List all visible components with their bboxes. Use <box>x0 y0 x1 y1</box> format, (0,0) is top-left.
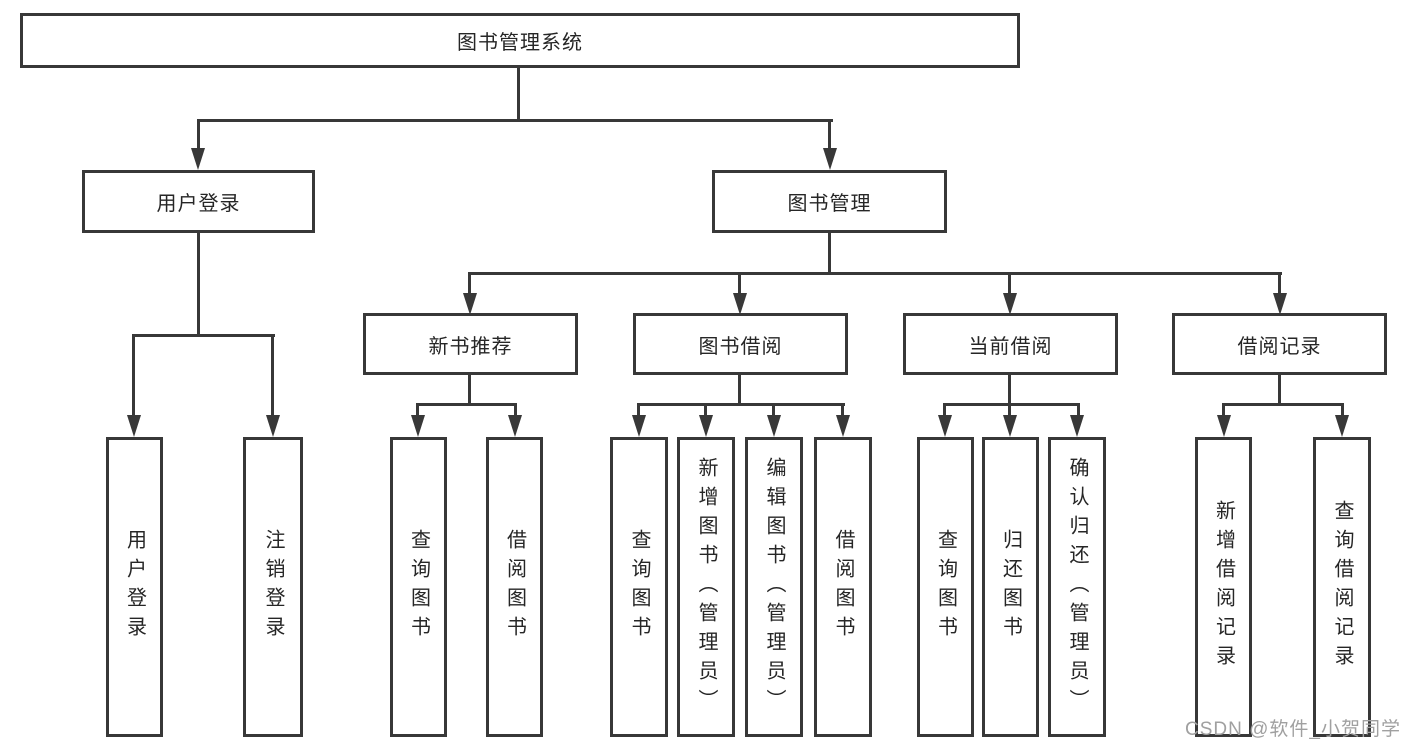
leaf-label: 借阅图书 <box>503 529 526 645</box>
leaf-add-borrow-record: 新增借阅记录 <box>1195 437 1252 737</box>
connector-line <box>271 334 274 420</box>
connector-line <box>514 403 517 420</box>
connector-line <box>1008 403 1011 420</box>
connector-line <box>1222 403 1344 406</box>
leaf-label: 查询图书 <box>628 529 650 645</box>
leaf-logout: 注销登录 <box>243 437 303 737</box>
connector-line <box>943 403 1080 406</box>
connector-line <box>943 403 946 420</box>
arrow-down-icon <box>1003 293 1017 315</box>
arrow-down-icon <box>733 293 747 315</box>
leaf-label: 用户登录 <box>123 529 146 645</box>
arrow-down-icon <box>1217 415 1231 437</box>
arrow-down-icon <box>938 415 952 437</box>
connector-line <box>197 119 200 152</box>
node-borrowing-records: 借阅记录 <box>1172 313 1387 375</box>
connector-line <box>841 403 844 420</box>
connector-line <box>1278 272 1281 298</box>
leaf-label: 确认归还（管理员） <box>1066 456 1088 718</box>
leaf-label: 编辑图书（管理员） <box>763 456 785 718</box>
leaf-query-books-recommend: 查询图书 <box>390 437 447 737</box>
connector-line <box>468 375 471 406</box>
connector-line <box>704 403 707 420</box>
arrow-down-icon <box>823 148 837 170</box>
leaf-label: 查询图书 <box>407 529 430 645</box>
leaf-add-books-admin: 新增图书（管理员） <box>677 437 735 737</box>
connector-root-stem <box>517 68 520 122</box>
leaf-label: 注销登录 <box>262 529 284 645</box>
connector-line <box>1008 375 1011 406</box>
connector-line <box>1341 403 1344 420</box>
connector-level2-bus <box>197 119 833 122</box>
connector-line <box>468 272 471 298</box>
node-current-borrowing: 当前借阅 <box>903 313 1118 375</box>
csdn-watermark: CSDN @软件_小贺同学 <box>1185 719 1401 740</box>
connector-line <box>1077 403 1080 420</box>
connector-line <box>828 119 831 152</box>
connector-line <box>1278 375 1281 406</box>
arrow-down-icon <box>1335 415 1349 437</box>
connector-line <box>772 403 775 420</box>
leaf-borrow-books: 借阅图书 <box>814 437 872 737</box>
connector-line <box>416 403 419 420</box>
connector-level3-bus <box>468 272 1282 275</box>
arrow-down-icon <box>1273 293 1287 315</box>
leaf-label: 新增图书（管理员） <box>695 456 717 718</box>
connector-user-login-stem <box>197 233 200 337</box>
leaf-query-books-current: 查询图书 <box>917 437 974 737</box>
connector-line <box>637 403 845 406</box>
node-book-borrowing: 图书借阅 <box>633 313 848 375</box>
connector-line <box>738 272 741 298</box>
arrow-down-icon <box>191 148 205 170</box>
connector-line <box>416 403 517 406</box>
connector-line <box>738 375 741 406</box>
arrow-down-icon <box>1070 415 1084 437</box>
leaf-label: 归还图书 <box>999 529 1022 645</box>
leaf-user-login: 用户登录 <box>106 437 163 737</box>
leaf-return-books: 归还图书 <box>982 437 1039 737</box>
node-library-management-system: 图书管理系统 <box>20 13 1020 68</box>
arrow-down-icon <box>1003 415 1017 437</box>
leaf-confirm-return-admin: 确认归还（管理员） <box>1048 437 1106 737</box>
connector-book-mgmt-stem <box>828 233 831 275</box>
leaf-label: 查询借阅记录 <box>1331 500 1353 674</box>
connector-line <box>637 403 640 420</box>
arrow-down-icon <box>699 415 713 437</box>
arrow-down-icon <box>508 415 522 437</box>
connector-line <box>132 334 135 420</box>
arrow-down-icon <box>632 415 646 437</box>
connector-user-login-bus <box>132 334 275 337</box>
arrow-down-icon <box>836 415 850 437</box>
node-new-book-recommend: 新书推荐 <box>363 313 578 375</box>
connector-line <box>1222 403 1225 420</box>
leaf-query-borrow-record: 查询借阅记录 <box>1313 437 1371 737</box>
leaf-borrow-books-recommend: 借阅图书 <box>486 437 543 737</box>
connector-line <box>1008 272 1011 298</box>
node-user-login: 用户登录 <box>82 170 315 233</box>
arrow-down-icon <box>266 415 280 437</box>
leaf-label: 查询图书 <box>934 529 957 645</box>
arrow-down-icon <box>411 415 425 437</box>
leaf-label: 借阅图书 <box>832 529 854 645</box>
leaf-query-books-borrowing: 查询图书 <box>610 437 668 737</box>
arrow-down-icon <box>463 293 477 315</box>
arrow-down-icon <box>127 415 141 437</box>
arrow-down-icon <box>767 415 781 437</box>
node-book-management: 图书管理 <box>712 170 947 233</box>
leaf-label: 新增借阅记录 <box>1212 500 1235 674</box>
leaf-edit-books-admin: 编辑图书（管理员） <box>745 437 803 737</box>
